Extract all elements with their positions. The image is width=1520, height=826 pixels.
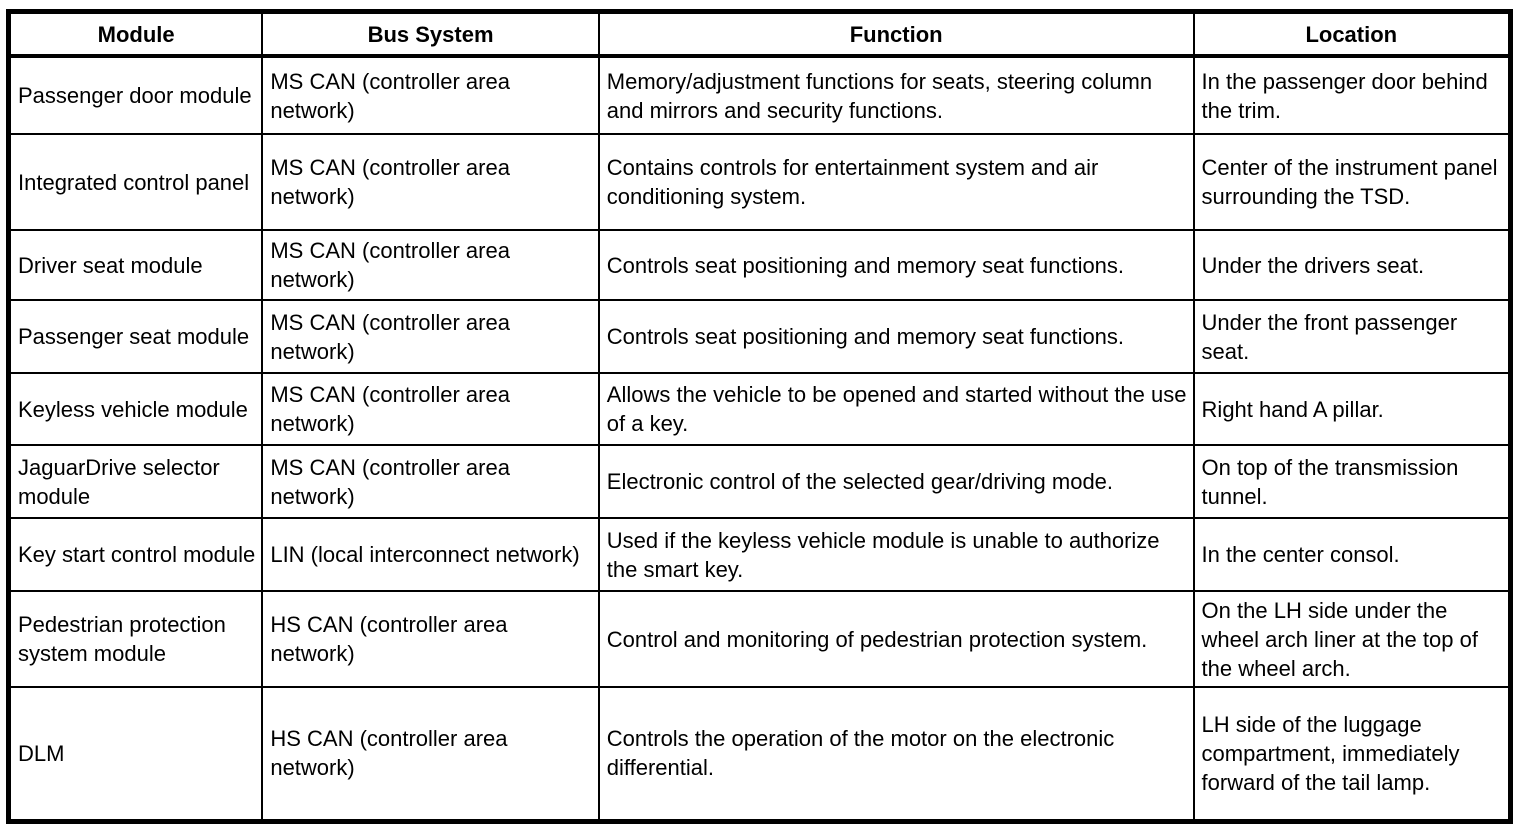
table-row: Passenger seat module MS CAN (controller…	[7, 299, 1512, 374]
cell-location: LH side of the luggage compartment, imme…	[1192, 686, 1512, 822]
cell-bus: HS CAN (controller area network)	[261, 590, 600, 688]
table-row: Key start control module LIN (local inte…	[7, 517, 1512, 592]
cell-module: Driver seat module	[7, 229, 264, 301]
column-header-location: Location	[1192, 10, 1512, 58]
cell-module: Passenger seat module	[7, 299, 264, 374]
cell-function: Electronic control of the selected gear/…	[597, 444, 1195, 519]
cell-module: Pedestrian protection system module	[7, 590, 264, 688]
cell-module: Keyless vehicle module	[7, 372, 264, 446]
cell-function: Control and monitoring of pedestrian pro…	[597, 590, 1195, 688]
header-row: Module Bus System Function Location	[7, 10, 1512, 58]
cell-module: Key start control module	[7, 517, 264, 592]
cell-function: Used if the keyless vehicle module is un…	[597, 517, 1195, 592]
cell-module: JaguarDrive selector module	[7, 444, 264, 519]
cell-module: DLM	[7, 686, 264, 822]
cell-function: Contains controls for entertainment syst…	[597, 133, 1195, 231]
cell-location: Under the front passenger seat.	[1192, 299, 1512, 374]
cell-bus: HS CAN (controller area network)	[261, 686, 600, 822]
table-body: Passenger door module MS CAN (controller…	[7, 55, 1512, 822]
cell-bus: MS CAN (controller area network)	[261, 444, 600, 519]
cell-bus: MS CAN (controller area network)	[261, 55, 600, 135]
cell-location: Under the drivers seat.	[1192, 229, 1512, 301]
cell-location: Right hand A pillar.	[1192, 372, 1512, 446]
table-header: Module Bus System Function Location	[7, 10, 1512, 58]
cell-function: Controls seat positioning and memory sea…	[597, 229, 1195, 301]
cell-bus: LIN (local interconnect network)	[261, 517, 600, 592]
column-header-bus: Bus System	[261, 10, 600, 58]
cell-function: Controls the operation of the motor on t…	[597, 686, 1195, 822]
cell-location: In the center consol.	[1192, 517, 1512, 592]
column-header-function: Function	[597, 10, 1195, 58]
cell-function: Controls seat positioning and memory sea…	[597, 299, 1195, 374]
cell-module: Passenger door module	[7, 55, 264, 135]
cell-function: Allows the vehicle to be opened and star…	[597, 372, 1195, 446]
table-row: JaguarDrive selector module MS CAN (cont…	[7, 444, 1512, 519]
cell-location: Center of the instrument panel surroundi…	[1192, 133, 1512, 231]
module-network-table: Module Bus System Function Location Pass…	[6, 9, 1513, 824]
cell-module: Integrated control panel	[7, 133, 264, 231]
table-row: DLM HS CAN (controller area network) Con…	[7, 686, 1512, 822]
table-row: Keyless vehicle module MS CAN (controlle…	[7, 372, 1512, 446]
table-row: Pedestrian protection system module HS C…	[7, 590, 1512, 688]
cell-location: On the LH side under the wheel arch line…	[1192, 590, 1512, 688]
cell-bus: MS CAN (controller area network)	[261, 299, 600, 374]
column-header-module: Module	[7, 10, 264, 58]
cell-location: On top of the transmission tunnel.	[1192, 444, 1512, 519]
cell-function: Memory/adjustment functions for seats, s…	[597, 55, 1195, 135]
cell-bus: MS CAN (controller area network)	[261, 133, 600, 231]
table-row: Integrated control panel MS CAN (control…	[7, 133, 1512, 231]
cell-bus: MS CAN (controller area network)	[261, 372, 600, 446]
table-row: Passenger door module MS CAN (controller…	[7, 55, 1512, 135]
table-row: Driver seat module MS CAN (controller ar…	[7, 229, 1512, 301]
cell-location: In the passenger door behind the trim.	[1192, 55, 1512, 135]
cell-bus: MS CAN (controller area network)	[261, 229, 600, 301]
